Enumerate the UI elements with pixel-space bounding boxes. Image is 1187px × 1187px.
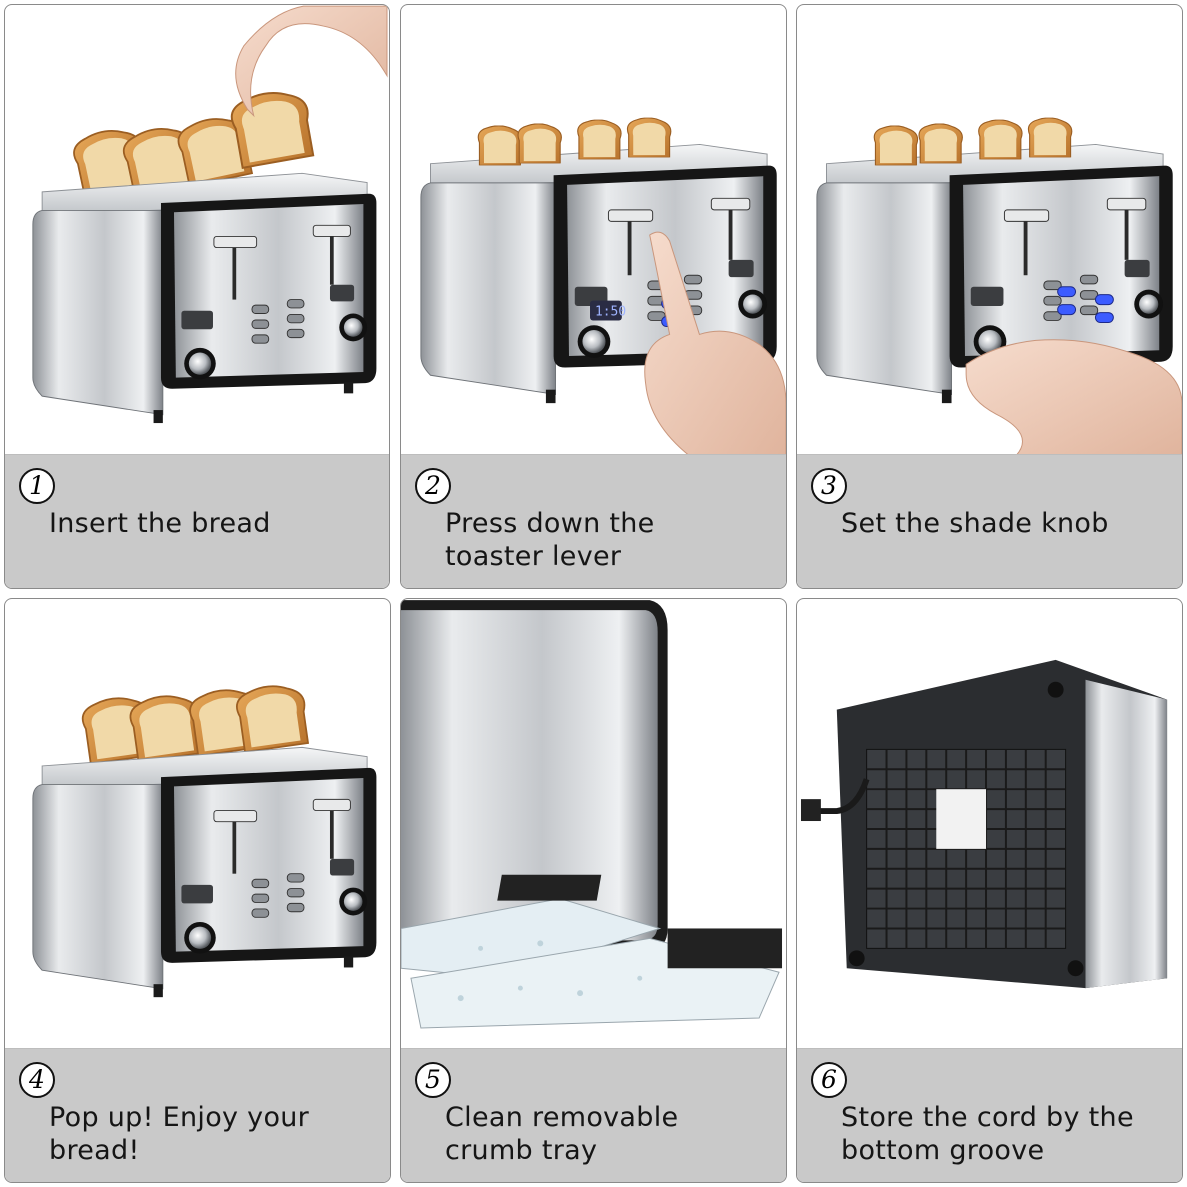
step-number-badge: 2 [415,468,451,504]
step-number-badge: 3 [811,468,847,504]
step-panel-2: 1:50 2 Press down the toaster lever [400,4,787,589]
display-readout: 1:50 [595,305,626,320]
step-caption-3: 3 Set the shade knob [797,454,1182,588]
step-panel-6: 6 Store the cord by the bottom groove [796,598,1183,1183]
photo-cord-storage [797,599,1182,1051]
step-caption-5: 5 Clean removable crumb tray [401,1048,786,1182]
step-caption-4: 4 Pop up! Enjoy your bread! [5,1048,390,1182]
step-text: Store the cord by the bottom groove [841,1102,1134,1166]
step-panel-3: 3 Set the shade knob [796,4,1183,589]
step-number-badge: 6 [811,1062,847,1098]
photo-insert-bread [5,5,389,457]
step-text: Pop up! Enjoy your bread! [49,1102,310,1166]
photo-crumb-tray [401,599,786,1051]
step-text: Set the shade knob [841,508,1109,539]
step-text: Press down the toaster lever [445,508,655,572]
photo-pop-up [5,599,390,1051]
step-panel-1: 1 Insert the bread [4,4,390,589]
step-text: Clean removable crumb tray [445,1102,679,1166]
step-number-badge: 5 [415,1062,451,1098]
step-number-badge: 4 [19,1062,55,1098]
step-number-badge: 1 [19,468,55,504]
step-text: Insert the bread [49,508,271,539]
step-panel-5: 5 Clean removable crumb tray [400,598,787,1183]
photo-shade-knob [797,5,1182,457]
step-caption-2: 2 Press down the toaster lever [401,454,786,588]
photo-press-lever: 1:50 [401,5,786,457]
step-caption-1: 1 Insert the bread [5,454,389,588]
step-caption-6: 6 Store the cord by the bottom groove [797,1048,1182,1182]
step-panel-4: 4 Pop up! Enjoy your bread! [4,598,391,1183]
